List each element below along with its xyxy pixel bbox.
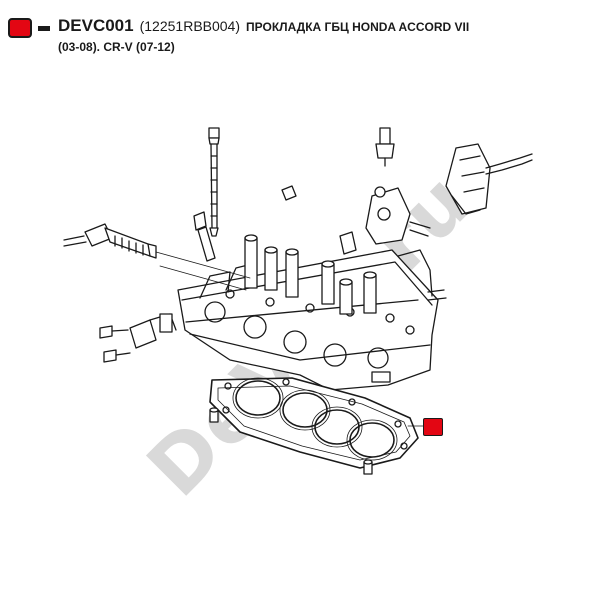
head-gasket <box>209 377 425 469</box>
part-callout-marker <box>423 418 443 436</box>
cylinder-head <box>177 249 447 391</box>
head-bolt <box>208 127 220 237</box>
red-marker-icon <box>8 18 32 38</box>
camshaft-towers <box>244 234 377 315</box>
part-code: DEVC001 <box>58 16 134 35</box>
title-line: DEVC001 (12251RBB004) ПРОКЛАДКА ГБЦ HONDA … <box>58 16 469 36</box>
plug-caps <box>193 185 297 262</box>
dowel-pins <box>209 407 373 475</box>
pressure-switch <box>375 127 395 167</box>
leader-lines <box>155 251 251 291</box>
dash-icon <box>38 26 50 31</box>
bracket-assembly <box>445 143 533 215</box>
vtc-solenoid <box>63 223 157 259</box>
part-description: ПРОКЛАДКА ГБЦ HONDA ACCORD VII <box>246 20 470 34</box>
sensor-and-bolts <box>99 313 177 363</box>
part-description-line2: (03-08). CR-V (07-12) <box>58 40 175 54</box>
spool-valve <box>339 186 431 255</box>
oem-number: (12251RBB004) <box>139 18 241 34</box>
